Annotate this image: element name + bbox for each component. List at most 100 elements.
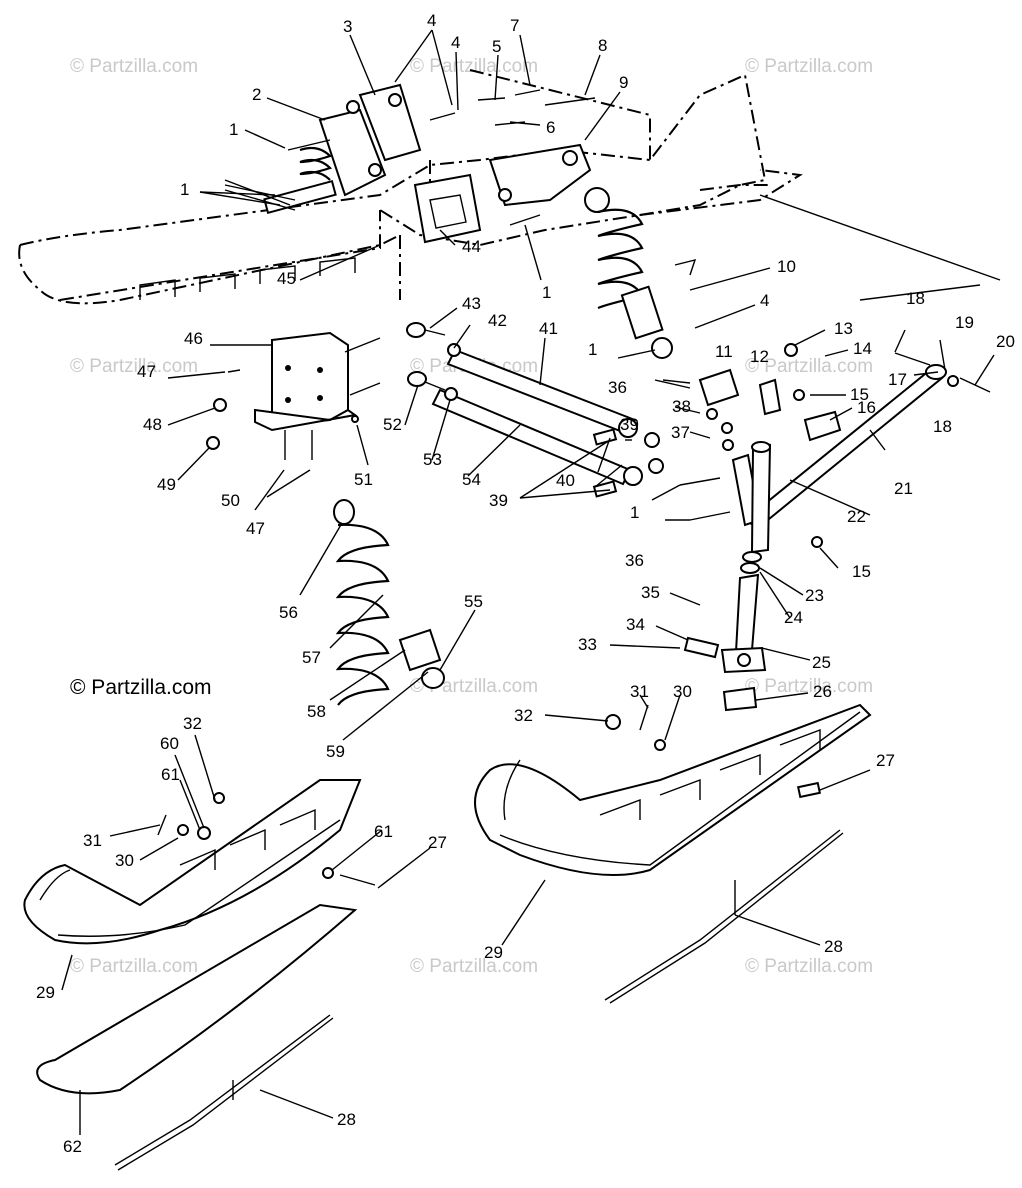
callout-29: 29 [36,983,55,1002]
callout-37: 37 [671,423,690,442]
mounting-bracket [206,331,381,460]
callout-20: 20 [996,332,1015,351]
callout-1: 1 [630,503,639,522]
watermark-faint: © Partzilla.com [745,356,873,377]
callout-36: 36 [625,551,644,570]
callout-13: 13 [834,319,853,338]
callout-1: 1 [229,120,238,139]
callout-38: 38 [672,397,691,416]
callout-21: 21 [894,479,913,498]
rod-ends [406,322,461,401]
callout-8: 8 [598,36,607,55]
callout-18: 18 [906,289,925,308]
callout-27: 27 [876,751,895,770]
callout-31: 31 [83,831,102,850]
callout-5: 5 [492,37,501,56]
callout-12: 12 [750,347,769,366]
watermark-faint: © Partzilla.com [745,956,873,977]
callout-10: 10 [777,257,796,276]
callout-29: 29 [484,943,503,962]
watermark-faint: © Partzilla.com [745,676,873,697]
callout-4: 4 [760,291,769,310]
callout-24: 24 [784,608,803,627]
callout-58: 58 [307,702,326,721]
callout-11: 11 [715,342,733,361]
callout-4: 4 [427,11,436,30]
callout-56: 56 [279,603,298,622]
watermark-faint: © Partzilla.com [70,956,198,977]
callout-46: 46 [184,329,203,348]
callout-1: 1 [588,340,597,359]
callout-40: 40 [556,471,575,490]
callout-19: 19 [955,313,974,332]
callout-43: 43 [462,294,481,313]
callout-47: 47 [246,519,265,538]
callout-39: 39 [489,491,508,510]
callout-28: 28 [824,937,843,956]
callout-61: 61 [374,822,393,841]
callout-36: 36 [608,378,627,397]
watermark-faint: © Partzilla.com [70,56,198,77]
callout-18: 18 [933,417,952,436]
lower-left-shock [333,499,445,706]
callout-48: 48 [143,415,162,434]
callout-26: 26 [813,682,832,701]
callout-30: 30 [673,682,692,701]
callout-22: 22 [847,507,866,526]
callout-15: 15 [850,385,869,404]
leader-lines [61,29,995,1135]
callout-52: 52 [383,415,402,434]
callout-39: 39 [620,415,639,434]
callout-16: 16 [857,398,876,417]
callout-61: 61 [161,765,180,784]
callout-47: 47 [137,362,156,381]
callout-59: 59 [326,742,345,761]
callout-30: 30 [115,851,134,870]
callout-15: 15 [852,562,871,581]
callout-51: 51 [354,470,373,489]
callout-42: 42 [488,311,507,330]
callout-34: 34 [626,615,645,634]
callout-60: 60 [160,734,179,753]
watermark-faint: © Partzilla.com [410,956,538,977]
callout-62: 62 [63,1137,82,1156]
right-upper-bracket [477,89,596,226]
callout-49: 49 [157,475,176,494]
callout-7: 7 [510,16,519,35]
tie-rod [743,352,991,530]
left-ski [23,779,376,1171]
callout-32: 32 [514,706,533,725]
callout-27: 27 [428,833,447,852]
callout-numbers: 3 4 4 7 5 8 9 2 6 1 1 44 10 45 1 4 18 43… [36,11,1015,1156]
bulkhead-plate [413,173,482,244]
watermark-layer: © Partzilla.com © Partzilla.com © Partzi… [70,56,873,977]
callout-1: 1 [542,283,551,302]
watermark-faint: © Partzilla.com [410,56,538,77]
watermark-faint: © Partzilla.com [70,356,198,377]
callout-45: 45 [277,269,296,288]
callout-2: 2 [252,85,261,104]
watermark-faint: © Partzilla.com [745,56,873,77]
callout-28: 28 [337,1110,356,1129]
callout-54: 54 [462,470,481,489]
callout-6: 6 [546,118,555,137]
callout-57: 57 [302,648,321,667]
callout-55: 55 [464,592,483,611]
radius-rods [431,348,664,498]
callout-14: 14 [853,339,872,358]
callout-50: 50 [221,491,240,510]
callout-3: 3 [343,17,352,36]
callout-9: 9 [619,73,628,92]
upper-right-shock [584,187,697,359]
callout-23: 23 [805,586,824,605]
callout-4: 4 [451,33,460,52]
callout-41: 41 [539,319,558,338]
callout-33: 33 [578,635,597,654]
callout-44: 44 [462,237,481,256]
callout-35: 35 [641,583,660,602]
left-upper-bracket [287,83,456,197]
callout-1: 1 [180,180,189,199]
watermark-main: © Partzilla.com [70,676,212,699]
